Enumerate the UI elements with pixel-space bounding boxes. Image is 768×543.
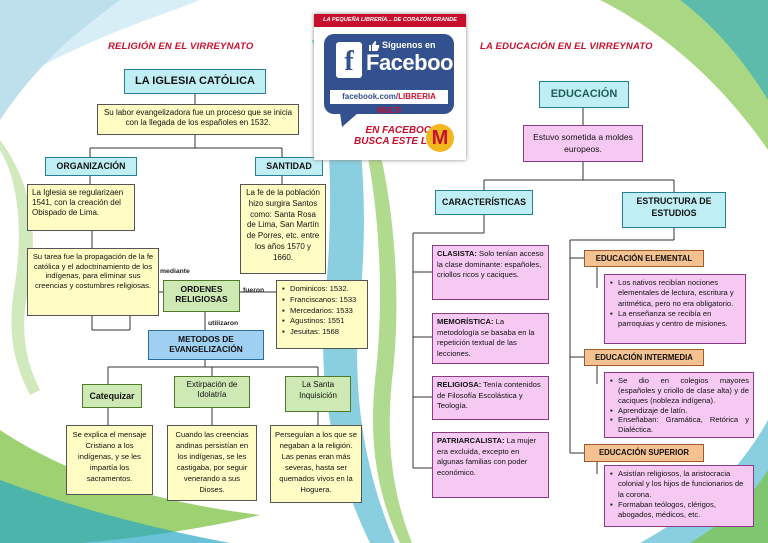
intermedia-list-box: Se dio en colegios mayores (españoles y …: [604, 372, 754, 438]
ordenes-religiosas-box: ORDENES RELIGIOSAS: [163, 280, 240, 312]
right-title: LA EDUCACIÓN EN EL VIRREYNATO: [480, 41, 653, 52]
metodos-box: METODOS DE EVANGELIZACIÓN: [148, 330, 264, 360]
catequizar-text: Se explica el mensaje Cristiano a los in…: [66, 425, 153, 495]
label-mediante: mediante: [160, 268, 190, 275]
educacion-elemental-box: EDUCACIÓN ELEMENTAL: [584, 250, 704, 267]
religiosa-box: RELIGIOSA: Tenía contenidos de Filosofía…: [432, 376, 549, 420]
order-item: Mercedarios: 1533: [282, 306, 363, 317]
organizacion-box: ORGANIZACIÓN: [45, 157, 137, 176]
santidad-text: La fe de la población hizo surgira Santo…: [240, 184, 326, 274]
memoristica-box: MEMORÍSTICA: La metodología se basaba en…: [432, 313, 549, 364]
ad-top-banner: LA PEQUEÑA LIBRERÍA... DE CORAZÓN GRANDE: [314, 14, 466, 27]
order-item: Jesuitas: 1568: [282, 327, 363, 338]
ad-facebook-word: Facebook: [366, 50, 465, 75]
educacion-superior-box: EDUCACIÓN SUPERIOR: [584, 444, 704, 462]
elemental-list-box: Los nativos recibían nociones elementale…: [604, 274, 746, 344]
intermedia-item: Aprendizaje de latín.: [610, 406, 749, 416]
bubble-tail-icon: [340, 113, 358, 127]
left-title: RELIGIÓN EN EL VIRREYNATO: [108, 41, 254, 52]
extirpacion-box: Extirpación de Idolatría: [174, 376, 250, 408]
thumbs-up-icon: [369, 41, 380, 51]
ad-footer-text: EN FACEBOOK BUSCA ESTE LOGO: [354, 125, 451, 147]
facebook-ad[interactable]: LA PEQUEÑA LIBRERÍA... DE CORAZÓN GRANDE…: [314, 14, 466, 160]
superior-list-box: Asistían religiosos, la aristocracia col…: [604, 465, 754, 527]
tarea-text: Su tarea fue la propagación de la fe cat…: [27, 248, 159, 316]
superior-item: Asistían religiosos, la aristocracia col…: [610, 469, 749, 500]
ad-siguenos: Síguenos en: [382, 40, 436, 50]
clasista-box: CLASISTA: Solo tenían acceso la clase do…: [432, 245, 549, 300]
estructura-box: ESTRUCTURA DE ESTUDIOS: [622, 192, 726, 228]
santidad-box: SANTIDAD: [255, 157, 323, 176]
inquisicion-text: Perseguían a los que se negaban a la rel…: [270, 425, 362, 503]
patriarcalista-box: PATRIARCALISTA: La mujer era excluida, e…: [432, 432, 549, 498]
superior-item: Formaban teólogos, clérigos, abogados, m…: [610, 500, 749, 521]
ad-url[interactable]: facebook.com/LIBRERIA MULTI: [330, 90, 448, 115]
intro-box: Su labor evangelizadora fue un proceso q…: [97, 104, 299, 135]
order-item: Franciscanos: 1533: [282, 295, 363, 306]
intermedia-item: Enseñaban: Gramática, Retórica y Dialéct…: [610, 415, 749, 435]
ad-bubble: f Síguenos en Facebook facebook.com/LIBR…: [324, 34, 465, 115]
caracteristicas-box: CARACTERÍSTICAS: [435, 190, 533, 215]
facebook-logo-icon: f: [336, 42, 362, 78]
elemental-item: La enseñanza se recibía en parroquias y …: [610, 309, 741, 330]
extirpacion-text: Cuando las creencias andinas persistían …: [167, 425, 257, 501]
label-fueron: fueron: [243, 287, 265, 294]
inquisicion-box: La Santa Inquisición: [285, 376, 351, 412]
educacion-box: EDUCACIÓN: [539, 81, 629, 108]
libreria-multi-logo-icon: M: [426, 124, 454, 152]
order-item: Agustinos: 1551: [282, 316, 363, 327]
catequizar-box: Catequizar: [82, 384, 142, 408]
iglesia-catolica-box: LA IGLESIA CATÓLICA: [124, 69, 266, 94]
elemental-item: Los nativos recibían nociones elementale…: [610, 278, 741, 309]
ordenes-list-box: Dominicos: 1532. Franciscanos: 1533 Merc…: [276, 280, 368, 349]
order-item: Dominicos: 1532.: [282, 284, 363, 295]
intermedia-item: Se dio en colegios mayores (españoles y …: [610, 376, 749, 406]
organizacion-text: La Iglesia se regularizaen 1541, con la …: [27, 184, 135, 231]
educacion-intro: Estuvo sometida a moldes europeos.: [523, 125, 643, 162]
educacion-intermedia-box: EDUCACIÓN INTERMEDIA: [584, 349, 704, 366]
label-utilizaron: utilizaron: [208, 320, 239, 327]
